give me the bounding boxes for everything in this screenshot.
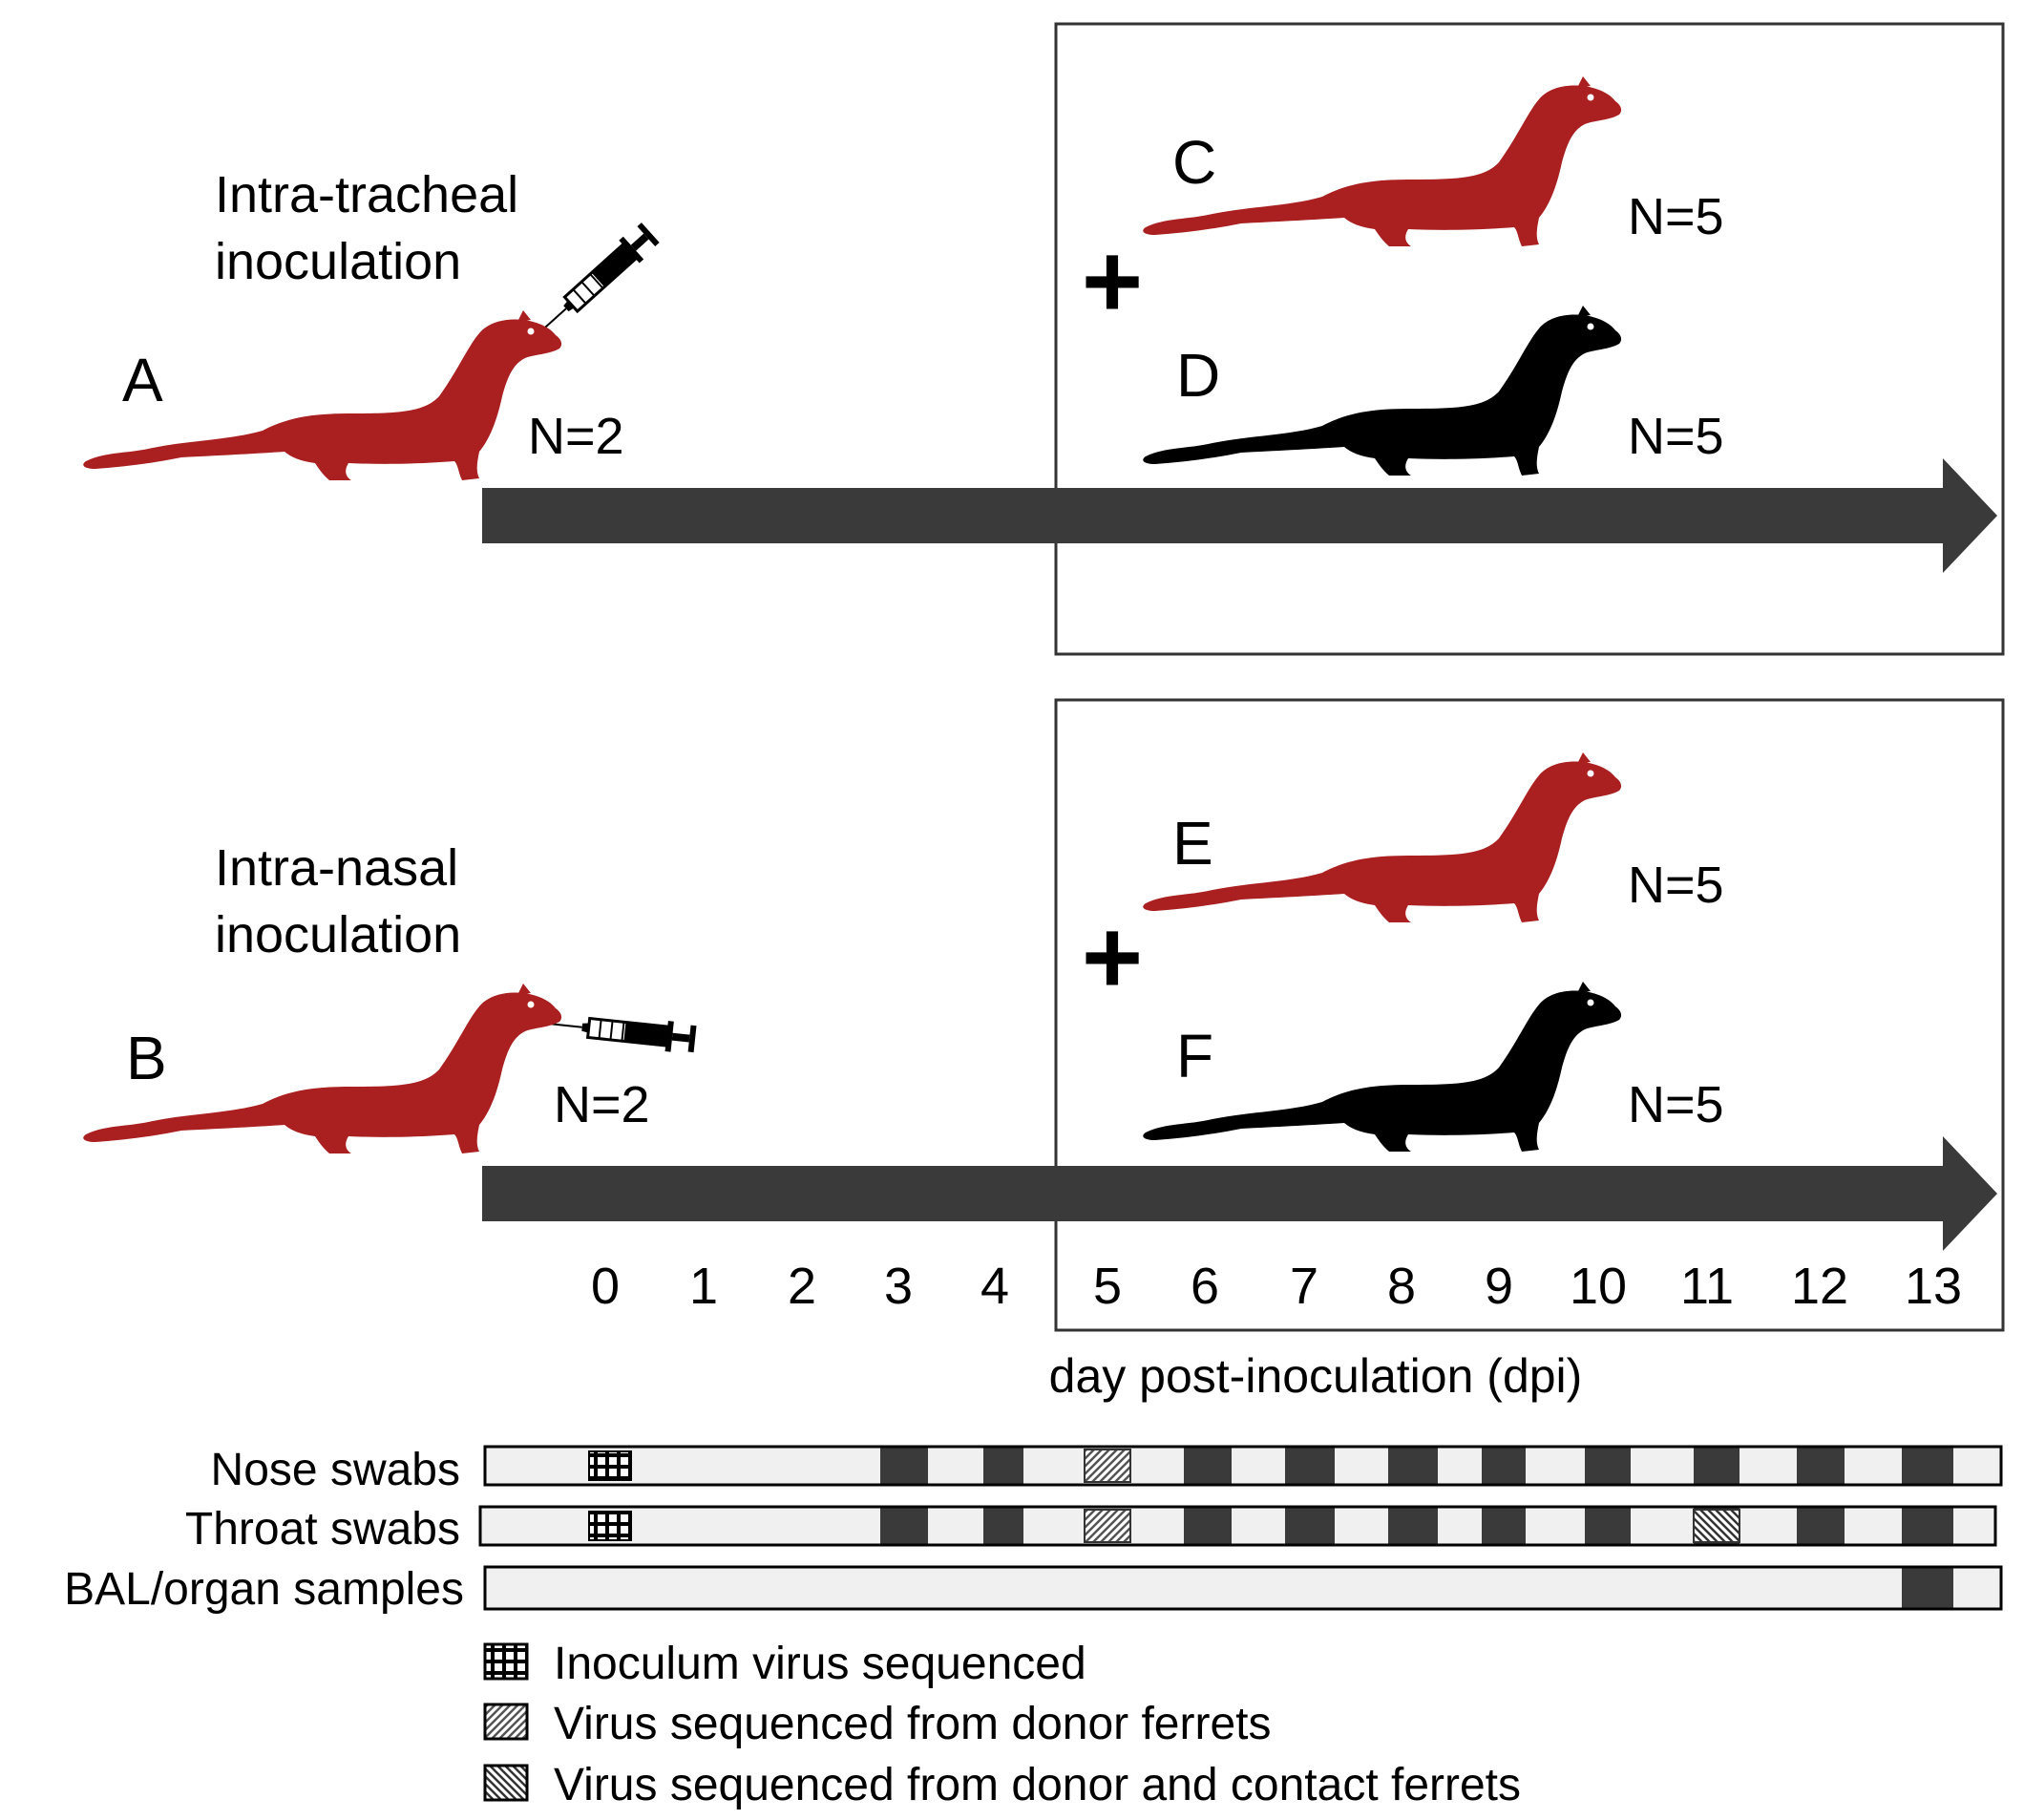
group-F-letter: F xyxy=(1176,1022,1213,1090)
legend-label-inoculum: Inoculum virus sequenced xyxy=(554,1639,1086,1689)
ferret-F-icon xyxy=(1143,982,1622,1152)
route-tracheal-label-line1: Intra-tracheal xyxy=(215,166,518,223)
group-D-count: N=5 xyxy=(1628,408,1724,465)
axis-label: day post-inoculation (dpi) xyxy=(1049,1349,1583,1403)
group-B-letter: B xyxy=(126,1024,167,1092)
group-F-count: N=5 xyxy=(1628,1076,1724,1133)
sampling-row-label-bal: BAL/organ samples xyxy=(64,1564,464,1615)
day-tick-label: 11 xyxy=(1680,1258,1734,1315)
legend-label-donor-contact: Virus sequenced from donor and contact f… xyxy=(554,1760,1521,1810)
group-C-count: N=5 xyxy=(1628,188,1724,245)
group-E-count: N=5 xyxy=(1628,857,1724,914)
timeline-arrows xyxy=(482,458,1997,1251)
day-tick-label: 7 xyxy=(1290,1258,1318,1315)
legend-swatch-diag-right xyxy=(483,1703,529,1741)
plus-sign-nasal: + xyxy=(1082,899,1143,1016)
day-tick-label: 12 xyxy=(1791,1258,1848,1315)
group-D-letter: D xyxy=(1176,341,1220,410)
day-tick-label: 10 xyxy=(1570,1258,1627,1315)
timeline-arrow-tracheal xyxy=(482,458,1997,573)
legend-label-donor: Virus sequenced from donor ferrets xyxy=(554,1699,1272,1749)
route-nasal-count: N=2 xyxy=(554,1076,650,1133)
route-tracheal-count: N=2 xyxy=(528,408,624,465)
day-tick-label: 2 xyxy=(788,1258,816,1315)
day-tick-label: 5 xyxy=(1093,1258,1122,1315)
group-E-letter: E xyxy=(1172,809,1213,878)
sampling-row-label-throat: Throat swabs xyxy=(185,1504,460,1555)
group-C-letter: C xyxy=(1172,128,1216,197)
sampling-bar-throat xyxy=(478,1505,1997,1547)
sampling-row-label-nose: Nose swabs xyxy=(211,1445,460,1495)
legend-swatch-diag-left xyxy=(483,1764,529,1802)
route-tracheal-label-line2: inoculation xyxy=(215,233,461,290)
contact-housing-box-tracheal xyxy=(1054,22,2005,656)
route-nasal-label-line2: inoculation xyxy=(215,906,461,963)
plus-sign-tracheal: + xyxy=(1082,222,1143,340)
day-tick-label: 13 xyxy=(1905,1258,1962,1315)
day-tick-label: 1 xyxy=(689,1258,718,1315)
sampling-bars xyxy=(478,1445,2003,1611)
day-tick-label: 0 xyxy=(591,1258,620,1315)
timeline-arrow-nasal xyxy=(482,1136,1997,1251)
sampling-bar-nose xyxy=(483,1445,2003,1487)
day-tick-label: 8 xyxy=(1387,1258,1416,1315)
legend-swatch-grid xyxy=(483,1642,529,1681)
group-A-letter: A xyxy=(122,346,163,414)
day-tick-label: 3 xyxy=(884,1258,913,1315)
contact-housing-box-nasal xyxy=(1054,698,2005,1332)
day-tick-label: 9 xyxy=(1485,1258,1513,1315)
sampling-bar-bal xyxy=(483,1565,2003,1611)
route-nasal-label-line1: Intra-nasal xyxy=(215,839,458,897)
ferret-E-icon xyxy=(1143,752,1622,922)
day-tick-label: 4 xyxy=(980,1258,1009,1315)
day-tick-label: 6 xyxy=(1191,1258,1219,1315)
